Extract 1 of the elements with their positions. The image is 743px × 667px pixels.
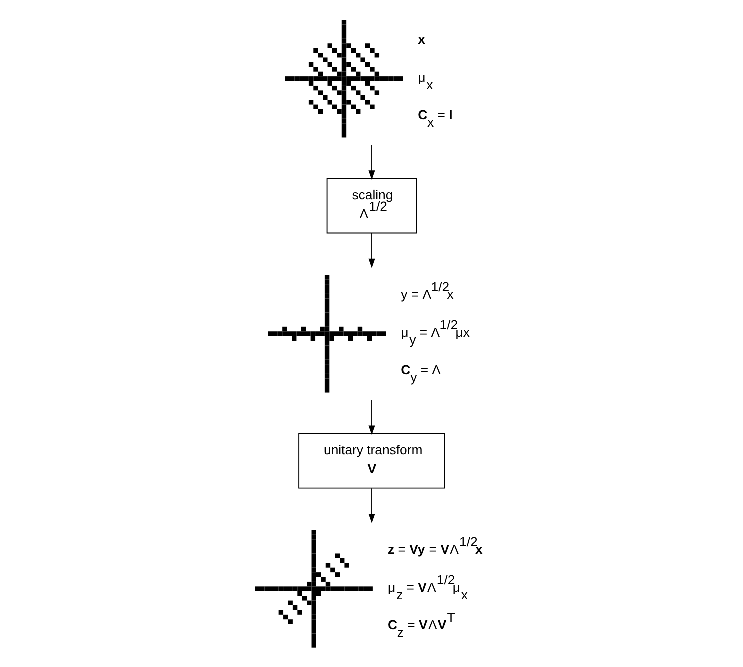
node-label: x: [418, 32, 425, 47]
